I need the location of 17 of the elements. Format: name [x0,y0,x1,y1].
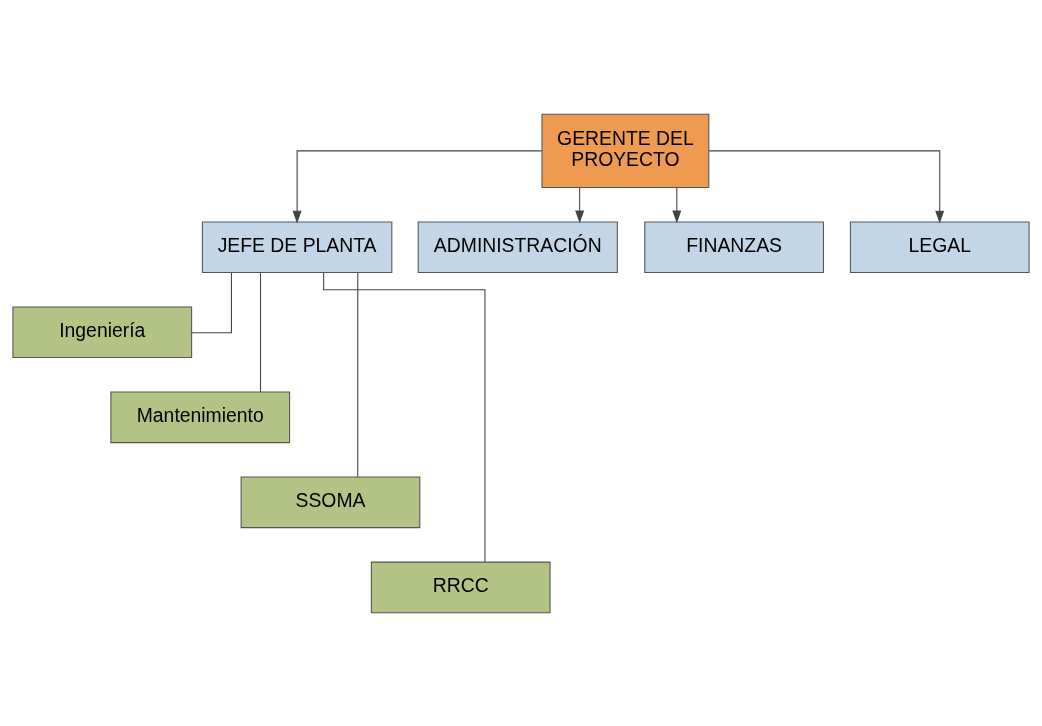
arrow [708,149,945,224]
node-box: FINANZAS [644,220,824,273]
node-box: ADMINISTRACIÓN [417,220,618,273]
connector [191,271,232,333]
node-box: SSOMA [240,476,421,528]
node-box: Ingeniería [12,305,193,358]
connector [323,271,486,563]
arrow [292,149,543,224]
node-box: LEGAL [849,220,1030,273]
arrow [575,186,585,223]
node-box: JEFE DE PLANTA [201,220,393,273]
connector [259,271,262,392]
node-box: RRCC [370,561,551,613]
connector [357,271,359,477]
node-box: GERENTE DEL PROYECTO [541,113,710,188]
arrow [672,186,682,223]
node-box: Mantenimiento [110,391,291,443]
